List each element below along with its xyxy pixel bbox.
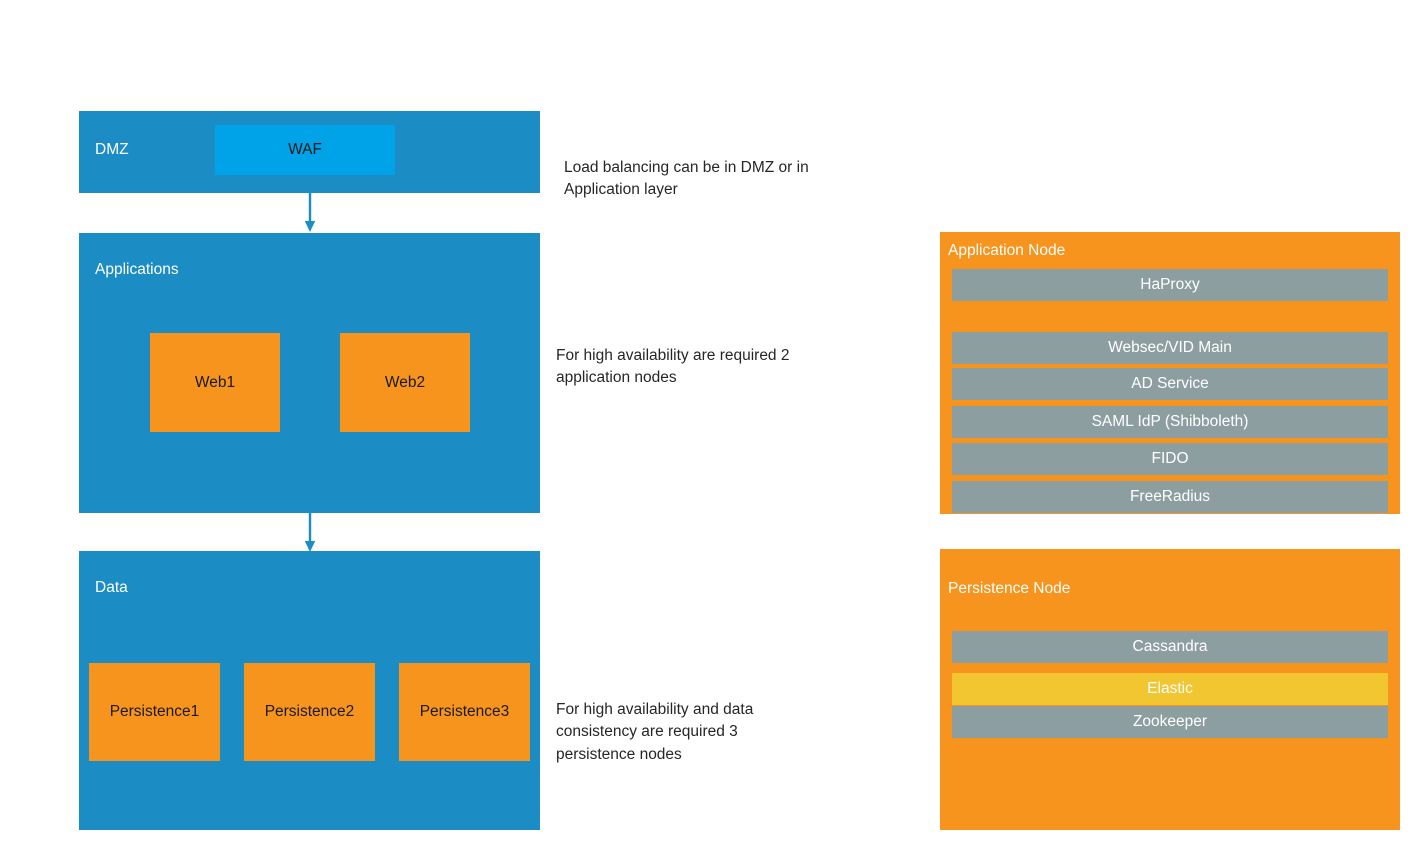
service-bar-websec-vid-main[interactable]: Websec/VID Main: [952, 332, 1388, 364]
service-bar-elastic[interactable]: Elastic: [952, 673, 1388, 705]
service-bar-cassandra[interactable]: Cassandra: [952, 631, 1388, 663]
layer-label-dmz: DMZ: [95, 141, 129, 158]
node-box-persistence3[interactable]: Persistence3: [399, 663, 530, 761]
connector-dmz-to-applications: [303, 193, 317, 233]
annotation-application-nodes: For high availability are required 2 app…: [556, 347, 790, 387]
node-box-persistence1[interactable]: Persistence1: [89, 663, 220, 761]
service-bar-saml-idp[interactable]: SAML IdP (Shibboleth): [952, 406, 1388, 438]
annotation-persistence-nodes: For high availability and data consisten…: [556, 701, 754, 763]
service-bar-haproxy[interactable]: HaProxy: [952, 269, 1388, 301]
panel-title-persistence-node: Persistence Node: [948, 580, 1071, 597]
layer-label-applications: Applications: [95, 261, 179, 278]
node-box-waf[interactable]: WAF: [215, 125, 395, 175]
service-bar-freeradius[interactable]: FreeRadius: [952, 481, 1388, 513]
connector-applications-to-data: [303, 513, 317, 553]
panel-persistence-node[interactable]: Persistence Node Cassandra Elastic Zooke…: [940, 549, 1400, 830]
panel-application-node[interactable]: Application Node HaProxy Websec/VID Main…: [940, 232, 1400, 514]
panel-title-application-node: Application Node: [948, 242, 1066, 259]
node-box-web1[interactable]: Web1: [150, 333, 280, 432]
annotation-load-balancing: Load balancing can be in DMZ or in Appli…: [564, 159, 809, 199]
node-box-web2[interactable]: Web2: [340, 333, 470, 432]
layer-label-data: Data: [95, 579, 128, 596]
service-bar-ad-service[interactable]: AD Service: [952, 368, 1388, 400]
service-bar-zookeeper[interactable]: Zookeeper: [952, 706, 1388, 738]
node-box-persistence2[interactable]: Persistence2: [244, 663, 375, 761]
service-bar-fido[interactable]: FIDO: [952, 443, 1388, 475]
